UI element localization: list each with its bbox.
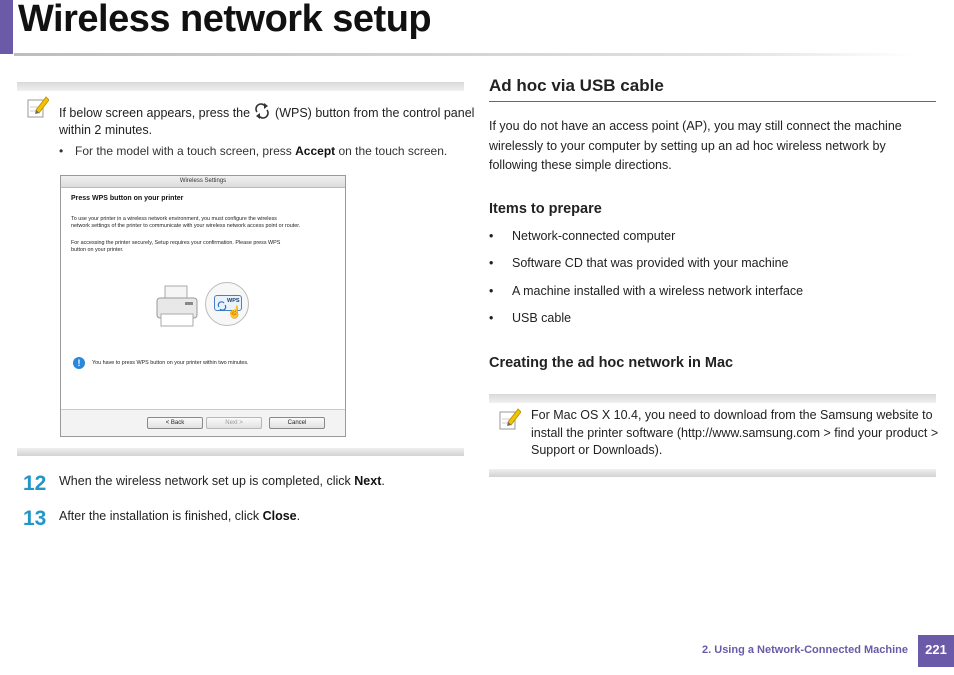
wps-button-illustration: WPS (214, 295, 242, 311)
pencil-note-icon (27, 95, 50, 119)
info-icon: ! (73, 357, 85, 369)
dialog-heading: Press WPS button on your printer (71, 195, 184, 202)
mac-note-bottom-band (489, 469, 936, 477)
page-title: Wireless network setup (18, 0, 432, 40)
hand-pointer-icon: ☝ (227, 305, 242, 319)
list-item: •Software CD that was provided with your… (489, 256, 789, 270)
dialog-para-1-line-2: network settings of the printer to commu… (71, 223, 301, 229)
printer-icon (155, 284, 203, 337)
note-line-2: within 2 minutes. (59, 123, 153, 137)
note-line-1: If below screen appears, press the (WPS)… (59, 103, 474, 124)
list-item-text: Network-connected computer (512, 229, 676, 243)
step-12-body: When the wireless network set up is comp… (59, 474, 351, 488)
note-bottom-band (17, 448, 464, 456)
list-item: •Network-connected computer (489, 229, 676, 243)
section-heading-rule (489, 101, 936, 102)
next-keyword: Next (354, 474, 382, 488)
note-text-after: (WPS) button from the control panel (275, 106, 475, 120)
step-13-text: After the installation is finished, clic… (59, 507, 300, 525)
mac-note-top-band (489, 394, 936, 403)
dialog-para-1: To use your printer in a wireless networ… (71, 216, 300, 230)
page-number: 221 (918, 635, 954, 667)
step-12-number: 12 (23, 472, 47, 495)
dialog-info-text: You have to press WPS button on your pri… (92, 360, 249, 366)
step-12-tail: . (381, 474, 385, 488)
wps-button-callout: WPS ☝ (205, 282, 249, 326)
accept-keyword: Accept (295, 144, 336, 158)
list-item-text: USB cable (512, 311, 572, 325)
intro-line-2: wirelessly to your computer by setting u… (489, 138, 886, 153)
note-bullet: •For the model with a touch screen, pres… (59, 144, 448, 158)
intro-line-1: If you do not have an access point (AP),… (489, 119, 902, 133)
dialog-footer: < Back Next > Cancel (61, 409, 345, 436)
step-12-text: When the wireless network set up is comp… (59, 472, 385, 490)
mac-note-line-1: For Mac OS X 10.4, you need to download … (531, 408, 933, 422)
back-button[interactable]: < Back (147, 417, 203, 429)
dialog-title: Wireless Settings (61, 176, 345, 188)
list-item: •USB cable (489, 311, 572, 325)
title-rule (14, 53, 914, 56)
note-bullet-tail: on the touch screen. (338, 144, 448, 158)
mac-heading: Creating the ad hoc network in Mac (489, 355, 734, 371)
mac-note-text: For Mac OS X 10.4, you need to download … (531, 407, 938, 460)
wps-arrows-icon (254, 103, 272, 124)
step-13-tail: . (296, 509, 301, 523)
dialog-para-2-line-2: button on your printer. (71, 247, 124, 253)
dialog-para-1-line-1: To use your printer in a wireless networ… (71, 216, 277, 222)
dialog-para-2-line-1: For accessing the printer securely, Setu… (71, 240, 281, 246)
mac-note-line-2: install the printer software (http://www… (531, 425, 939, 440)
step-13-body: After the installation is finished, clic… (59, 509, 260, 523)
wps-label: WPS (227, 298, 240, 304)
note-bullet-text: For the model with a touch screen, press (75, 144, 292, 158)
note-top-band (17, 82, 464, 91)
mac-note-line-3: Support or Downloads). (531, 443, 663, 457)
list-item: •A machine installed with a wireless net… (489, 284, 804, 298)
items-heading: Items to prepare (489, 201, 602, 217)
list-item-text: Software CD that was provided with your … (512, 256, 789, 270)
intro-line-3: following these simple directions. (489, 158, 672, 172)
section-heading-adhoc: Ad hoc via USB cable (489, 76, 664, 95)
intro-paragraph: If you do not have an access point (AP),… (489, 117, 902, 176)
wps-arrows-icon (217, 298, 227, 311)
dialog-para-2: For accessing the printer securely, Setu… (71, 240, 280, 254)
pencil-note-icon (499, 407, 522, 431)
close-keyword: Close (262, 509, 297, 523)
cancel-button[interactable]: Cancel (269, 417, 325, 429)
list-item-text: A machine installed with a wireless netw… (512, 284, 804, 298)
footer-chapter-label: 2. Using a Network-Connected Machine (702, 644, 908, 656)
wireless-settings-dialog: Wireless Settings Press WPS button on yo… (60, 175, 346, 437)
title-accent-bar (0, 0, 13, 54)
step-13-number: 13 (23, 507, 47, 530)
next-button[interactable]: Next > (206, 417, 262, 429)
note-text-before: If below screen appears, press the (59, 106, 251, 120)
